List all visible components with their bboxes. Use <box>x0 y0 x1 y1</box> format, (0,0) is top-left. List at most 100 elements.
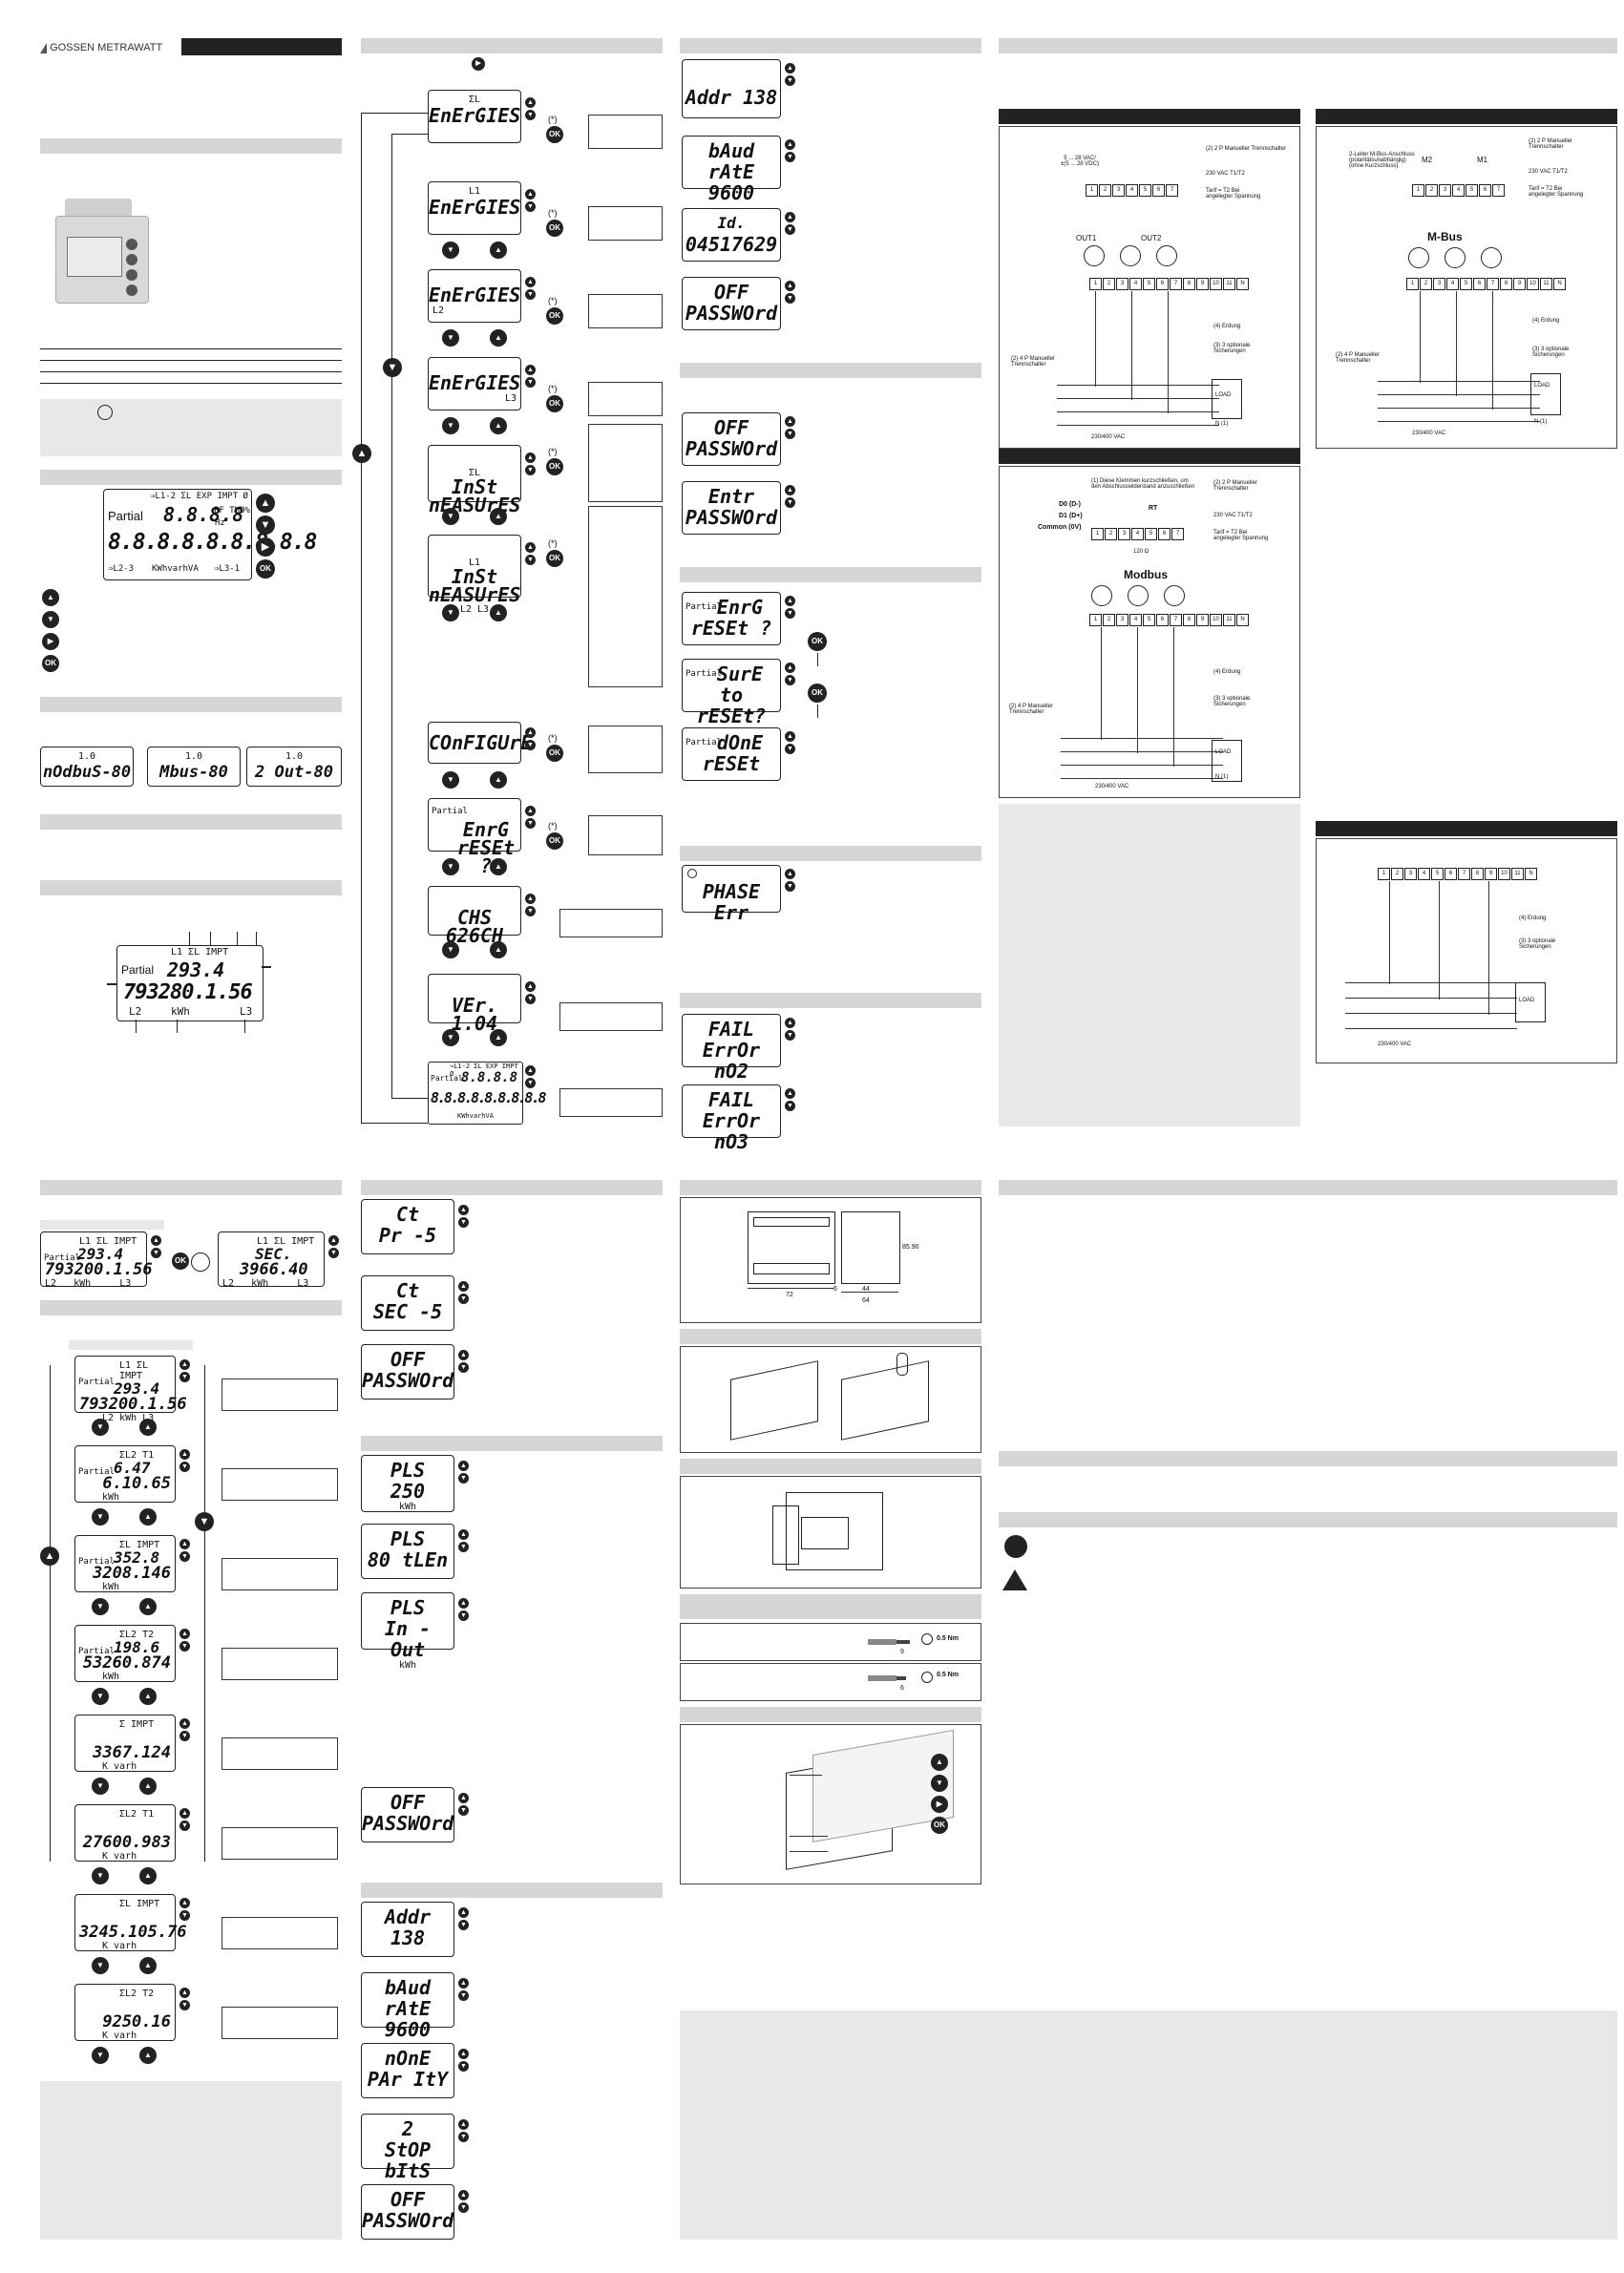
down-icon: ▼ <box>92 1419 109 1436</box>
up-icon: ▲ <box>458 1978 469 1989</box>
resistor-label: 120 Ω <box>1133 549 1149 555</box>
section-band <box>680 1459 981 1474</box>
wiring-diagram-mbus: 2-Leiter M-Bus-Anschluss (polaritätsunab… <box>1316 126 1617 449</box>
up-icon: ▲ <box>525 981 536 992</box>
up-icon: ▲ <box>179 1449 190 1460</box>
pointer-arrow <box>237 932 238 945</box>
down-icon: ▼ <box>442 941 459 958</box>
down-icon: ▼ <box>442 417 459 434</box>
down-icon: ▼ <box>442 329 459 347</box>
down-icon: ▼ <box>458 2061 469 2072</box>
earth-label: (4) Erdung <box>1213 669 1241 675</box>
display-main-digits: 8.8.8.8.8.8.8.8.8 <box>108 530 317 555</box>
up-icon: ▲ <box>785 485 795 495</box>
menu-up-arrow-icon: ▲ <box>352 444 371 463</box>
ok-icon: OK <box>546 550 563 567</box>
explain-main-value: 793280.1.56 <box>123 980 253 1004</box>
read-manual-icon <box>1004 1535 1027 1558</box>
up-icon: ▲ <box>490 417 507 434</box>
down-icon: ▼ <box>92 1688 109 1705</box>
dim-width-side: 44 <box>862 1286 870 1293</box>
menu-description-box <box>588 382 663 416</box>
section-band <box>40 880 342 895</box>
notes-area <box>40 2081 342 2240</box>
down-icon: ▼ <box>179 1910 190 1921</box>
down-icon: ▼ <box>442 508 459 525</box>
menu-loop-line <box>361 113 362 1123</box>
display-units: PF THD% <box>214 506 250 516</box>
down-icon: ▼ <box>785 75 795 86</box>
up-icon: ▲ <box>785 416 795 427</box>
menu-description-box <box>559 1002 663 1031</box>
hold-icon <box>191 1252 210 1272</box>
down-icon: ▼ <box>442 1029 459 1046</box>
ok-icon: OK <box>546 745 563 762</box>
torque-2: 0.5 Nm <box>937 1672 959 1678</box>
up-icon: ▲ <box>525 806 536 816</box>
down-icon: ▼ <box>442 604 459 621</box>
ok-icon: OK <box>546 395 563 412</box>
down-icon: ▼ <box>785 429 795 439</box>
right-button[interactable]: ▶ <box>256 537 275 557</box>
section-band <box>680 1180 981 1195</box>
supply-label: 5 ... 28 VAC/ ±(5 ... 28 VDC) <box>1061 156 1099 167</box>
divider <box>40 360 342 361</box>
explain-bottom-units: kWh <box>171 1005 190 1018</box>
down-button[interactable]: ▼ <box>256 516 275 535</box>
up-icon: ▲ <box>458 1793 469 1803</box>
ok-button[interactable]: OK <box>256 559 275 579</box>
down-icon: ▼ <box>92 1957 109 1974</box>
down-icon: ▼ <box>785 1101 795 1111</box>
breaker4-label: (2) 4 P Manueller Trennschalter <box>1011 356 1055 368</box>
earth-label: (4) Erdung <box>1519 916 1547 921</box>
test-main: 8.8.8.8.8.8.8.8.8 <box>431 1089 547 1106</box>
up-icon: ▲ <box>525 365 536 375</box>
section-band <box>361 38 663 53</box>
screwdriver-icon <box>896 1353 908 1376</box>
secondary-reading-left: L1 ΣL IMPT Partial 293.4 793200.1.56 L2 … <box>40 1231 153 1289</box>
section-band <box>680 1594 981 1619</box>
ct-transformer-icon <box>1091 585 1112 606</box>
up-icon: ▲ <box>179 1718 190 1729</box>
vac-label: 230 VAC T1/T2 <box>1206 171 1245 177</box>
down-icon: ▼ <box>179 1372 190 1382</box>
d1-label: D1 (D+) <box>1059 513 1083 519</box>
down-icon: ▼ <box>525 201 536 212</box>
brand-logo: GOSSEN METRAWATT <box>40 42 162 53</box>
down-icon: ▼ <box>785 675 795 685</box>
out1-label: OUT1 <box>1076 234 1097 242</box>
section-band <box>40 138 342 154</box>
reading-description-box <box>221 1827 338 1860</box>
explain-flags: L1 ΣL IMPT <box>171 947 229 958</box>
pointer-arrow <box>244 1020 245 1033</box>
down-icon: ▼ <box>785 152 795 162</box>
up-icon: ▲ <box>139 1598 157 1615</box>
pointer-arrow <box>136 1020 137 1033</box>
down-icon: ▼ <box>458 1805 469 1816</box>
reading-description-box <box>221 1737 338 1770</box>
ok-icon: OK <box>808 684 827 703</box>
section-band <box>40 1300 342 1315</box>
ok-icon: OK <box>172 1252 189 1270</box>
d0-label: D0 (D-) <box>1059 501 1081 508</box>
m2-label: M2 <box>1422 156 1433 164</box>
menu-description-box <box>559 909 663 937</box>
comm-id-display: Id.04517629 <box>682 208 781 262</box>
star-note: (*) <box>548 447 558 456</box>
termination-note: (1) Diese Klemmen kurzschließen, um den … <box>1091 478 1195 490</box>
strip-length-2: 6 <box>900 1685 904 1692</box>
down-icon: ▼ <box>525 906 536 916</box>
secondary-reading-right: L1 ΣL IMPT SEC. 3966.40 L2 kWh L3 <box>218 1231 325 1289</box>
breaker-label: (2) 2 P Manueller Trennschalter <box>1213 480 1257 492</box>
diagram-title-bar <box>1316 109 1617 124</box>
up-button[interactable]: ▲ <box>256 494 275 513</box>
